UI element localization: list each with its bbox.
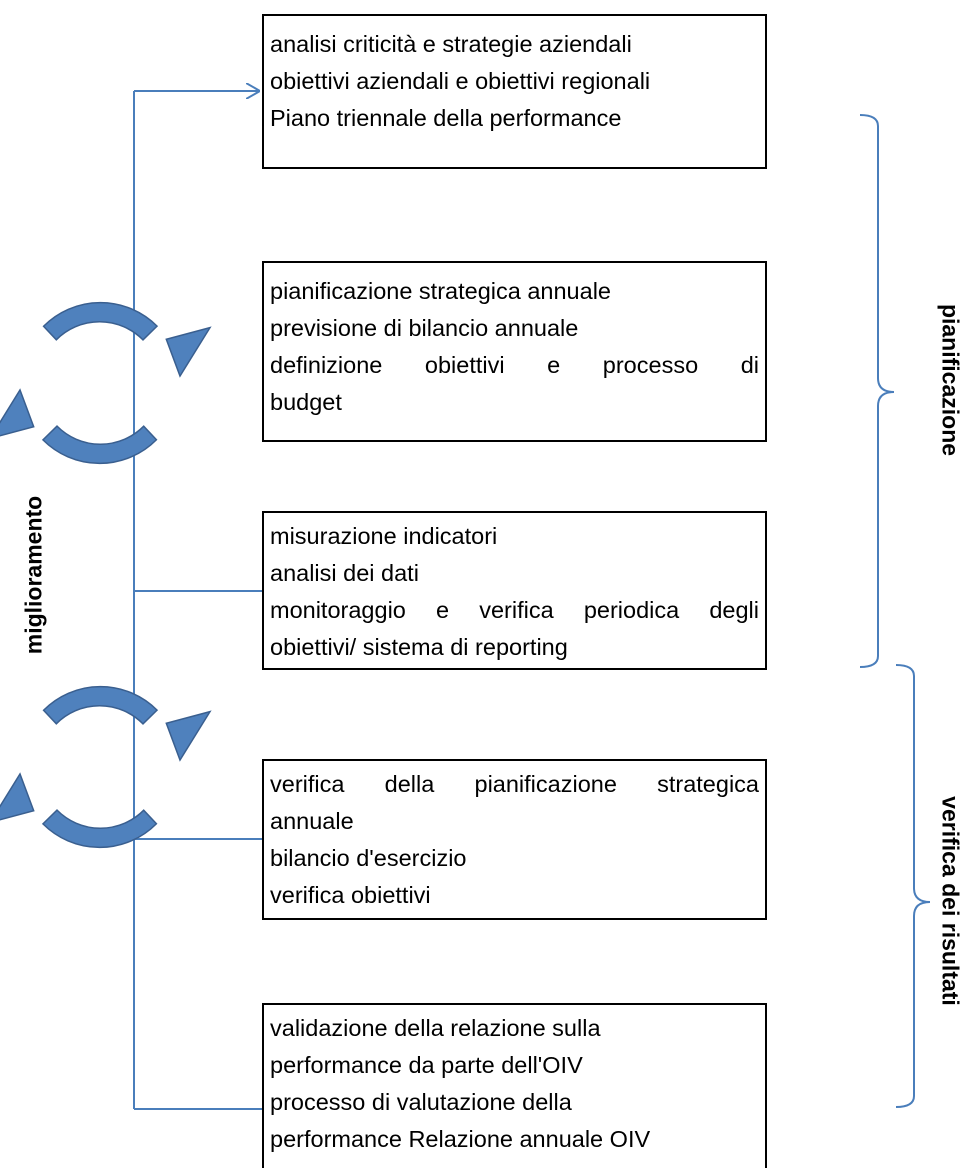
feedback-connector [133, 91, 262, 1110]
label-verifica-dei-risultati: verifica dei risultati [937, 796, 964, 1006]
box-5-line-3: processo di valutazione della [270, 1089, 572, 1115]
box-5-line-2: performance da parte dell'OIV [270, 1052, 583, 1078]
box-4-line-1: verifica della pianificazione strategica [270, 771, 759, 797]
box-3-line-1: misurazione indicatori [270, 523, 498, 549]
box-1-line-1: analisi criticità e strategie aziendali [270, 31, 632, 57]
box-4-line-4: verifica obiettivi [270, 882, 431, 908]
box-4-line-2: annuale [270, 808, 354, 834]
process-box-1: analisi criticità e strategie aziendali … [262, 14, 767, 169]
box-2-line-1: pianificazione strategica annuale [270, 278, 611, 304]
process-box-5: validazione della relazione sulla perfor… [262, 1003, 767, 1168]
box-4-line-3: bilancio d'esercizio [270, 845, 467, 871]
label-pianificazione: pianificazione [937, 303, 964, 457]
process-box-4: verifica della pianificazione strategica… [262, 759, 767, 920]
box-3-line-2: analisi dei dati [270, 560, 419, 586]
box-5-line-1: validazione della relazione sulla [270, 1015, 601, 1041]
box-5-line-4: performance Relazione annuale OIV [270, 1126, 651, 1152]
cycle-arrows-icon-upper [0, 301, 212, 465]
box-1-line-2: obiettivi aziendali e obiettivi regional… [270, 68, 651, 94]
box-2-line-3: definizione obiettivi e processo di [270, 352, 759, 378]
bracket-pianificazione [859, 114, 895, 668]
box-2-line-2: previsione di bilancio annuale [270, 315, 579, 341]
cycle-arrows-icon-lower [0, 685, 212, 849]
process-box-3: misurazione indicatori analisi dei dati … [262, 511, 767, 670]
box-2-line-4: budget [270, 389, 342, 415]
box-3-line-3: monitoraggio e verifica periodica degli [270, 597, 759, 623]
label-miglioramento: miglioramento [20, 495, 47, 655]
box-3-line-4: obiettivi/ sistema di reporting [270, 634, 568, 660]
bracket-verifica [895, 664, 931, 1108]
box-1-line-3: Piano triennale della performance [270, 105, 622, 131]
process-box-2: pianificazione strategica annuale previs… [262, 261, 767, 442]
